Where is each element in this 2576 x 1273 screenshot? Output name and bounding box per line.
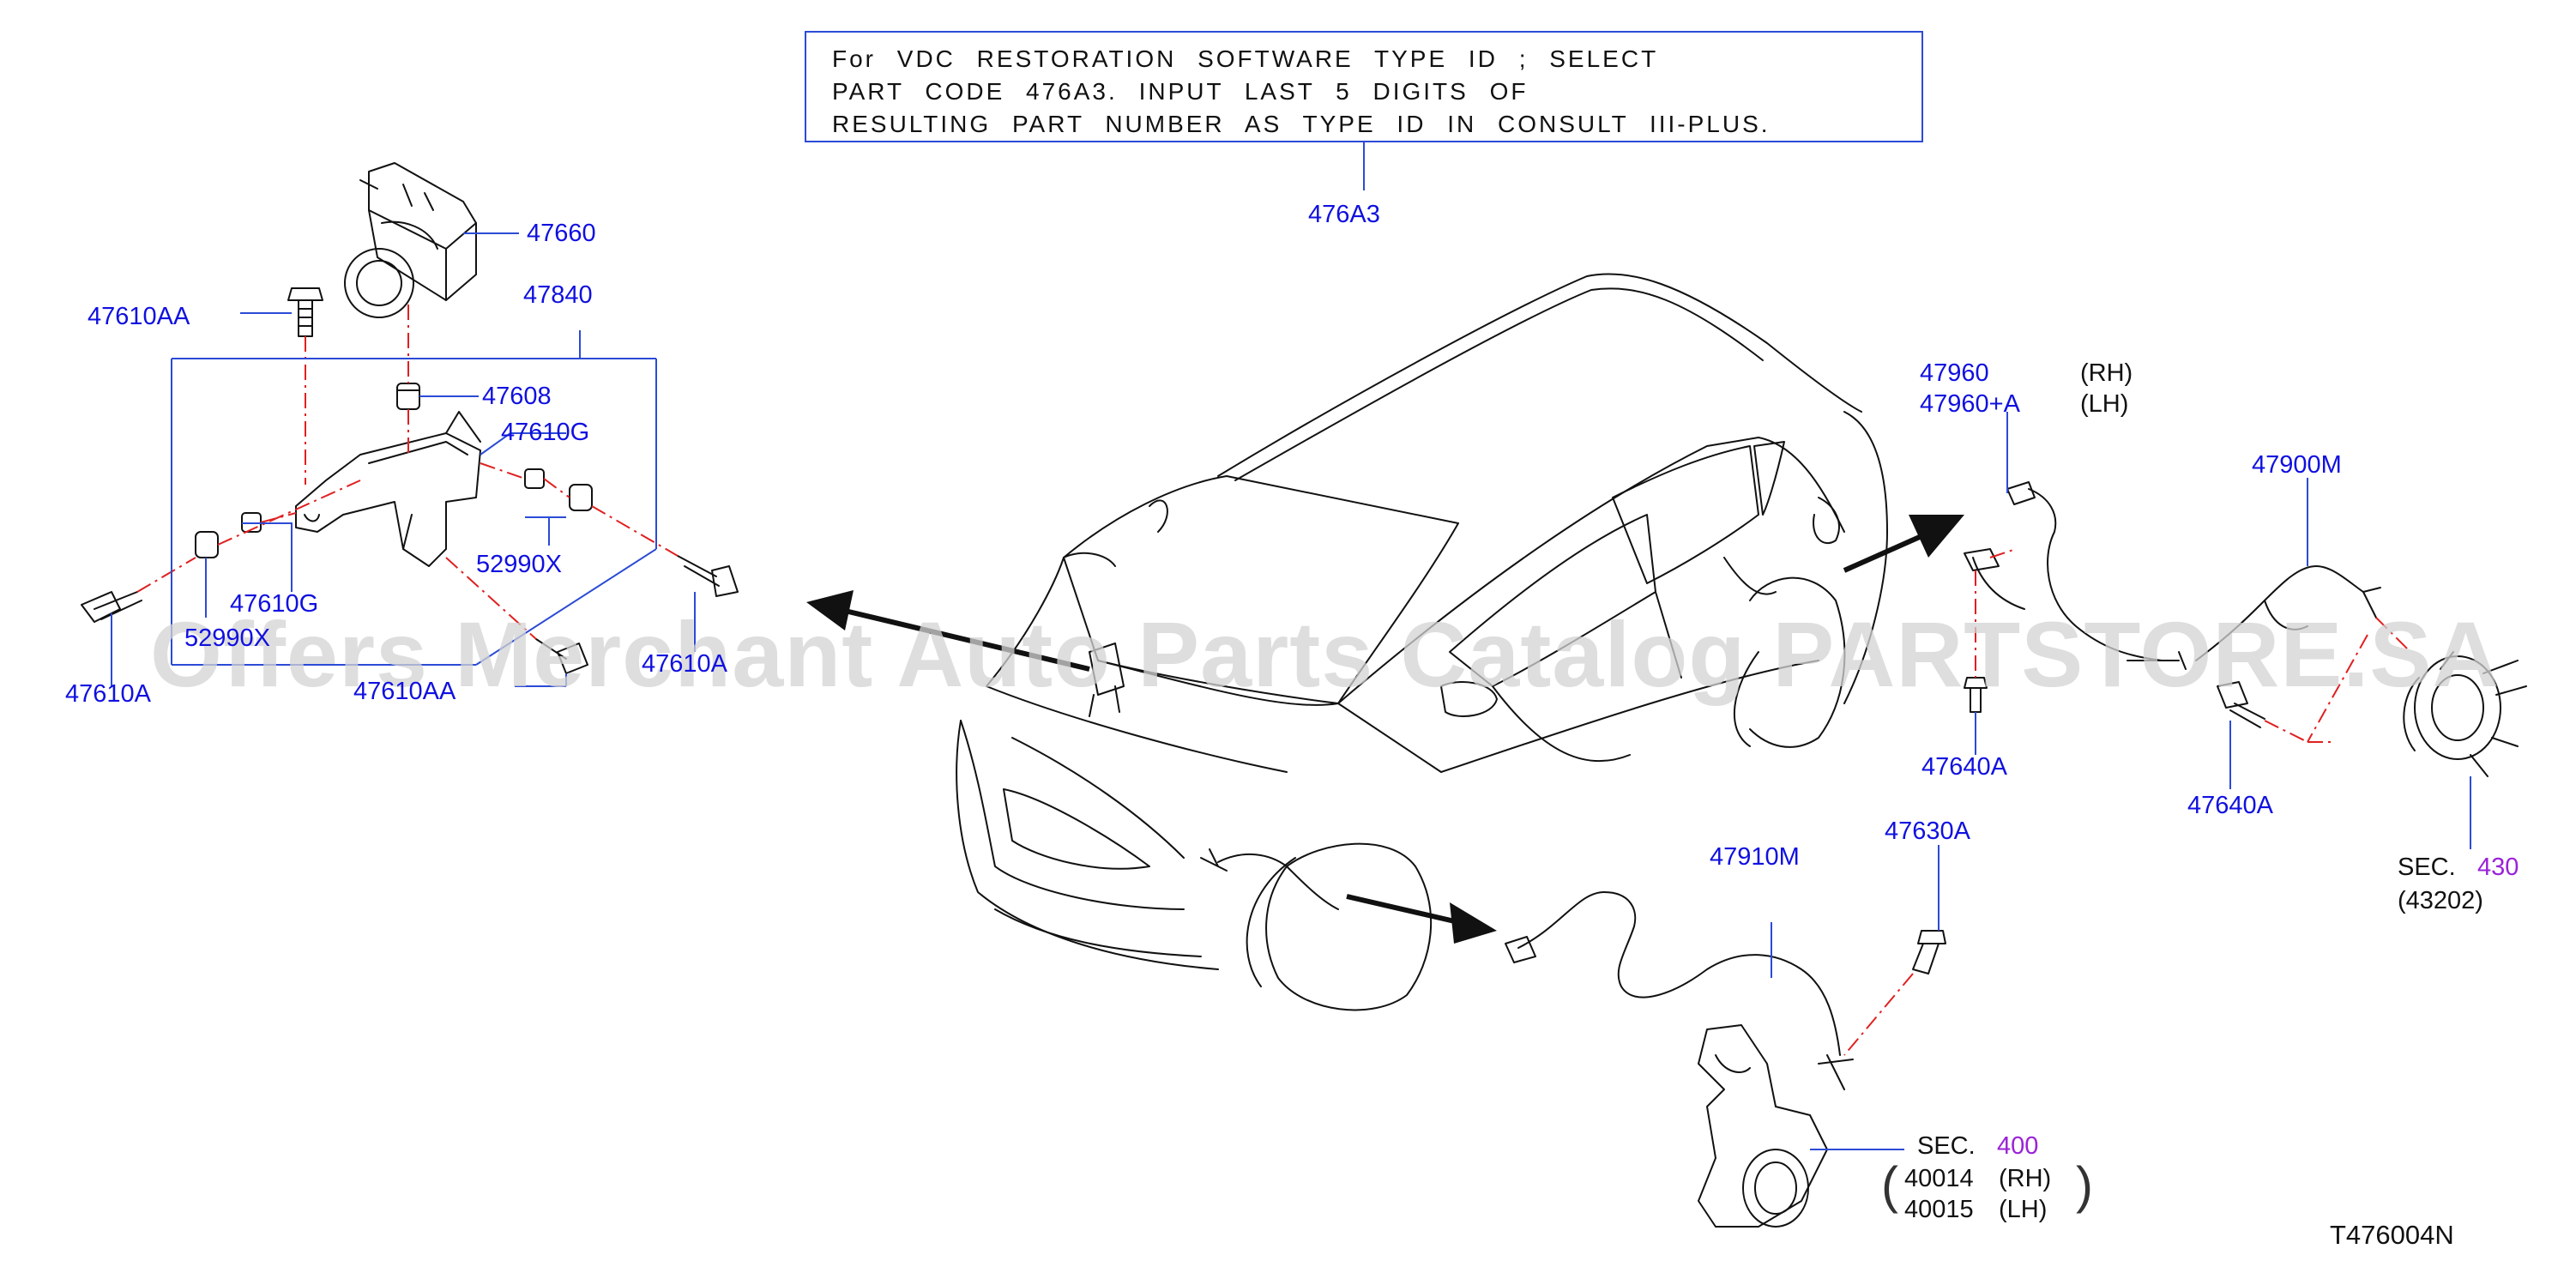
label-43202: (43202)	[2398, 887, 2483, 914]
note-line-3: RESULTING PART NUMBER AS TYPE ID IN CONS…	[832, 111, 1771, 137]
knuckle-400	[1698, 1024, 1828, 1228]
note-line-1: For VDC RESTORATION SOFTWARE TYPE ID ; S…	[832, 45, 1659, 72]
label-sec-430[interactable]: 430	[2477, 854, 2519, 881]
abs-actuator	[344, 162, 477, 318]
bolt-47610A-right	[677, 555, 739, 597]
bracket-47840	[295, 411, 481, 567]
label-40015: 40015	[1904, 1196, 1974, 1223]
label-47630A[interactable]: 47630A	[1885, 817, 1970, 845]
vehicle-outline	[956, 273, 1888, 1011]
label-47840[interactable]: 47840	[523, 281, 593, 309]
label-47660[interactable]: 47660	[527, 220, 596, 247]
diagram-code: T476004N	[2330, 1220, 2454, 1250]
bushing-47608	[396, 383, 420, 410]
label-47640A-mid[interactable]: 47640A	[1921, 753, 2007, 781]
close-parenthesis: )	[2076, 1156, 2093, 1214]
label-52990X-left[interactable]: 52990X	[184, 624, 270, 652]
label-40014: 40014	[1904, 1165, 1974, 1192]
label-47960[interactable]: 47960	[1920, 359, 1989, 387]
rear-hub-43202	[2403, 651, 2527, 777]
bolt-47630A	[1912, 930, 1946, 974]
label-47610G-left[interactable]: 47610G	[230, 590, 319, 618]
label-47960A[interactable]: 47960+A	[1920, 390, 2020, 418]
front-sensor-47910M	[1505, 891, 1854, 1090]
bolt-47610AA-bottom	[535, 638, 588, 674]
label-47610AA-top[interactable]: 47610AA	[87, 303, 190, 330]
label-47640A-right[interactable]: 47640A	[2187, 792, 2273, 819]
watermark-text: Offers Merchant Auto Parts Catalog PARTS…	[150, 602, 2501, 706]
bolt-47610AA-top	[287, 287, 323, 337]
label-47608[interactable]: 47608	[482, 383, 552, 410]
label-47610A-left[interactable]: 47610A	[65, 680, 151, 708]
label-rh-47960: (RH)	[2080, 359, 2133, 387]
label-lh-40015: (LH)	[1999, 1196, 2048, 1223]
label-sec-430-prefix: SEC.	[2398, 854, 2456, 881]
label-47910M[interactable]: 47910M	[1710, 843, 1800, 871]
label-47610G-right[interactable]: 47610G	[501, 419, 590, 446]
bolt-47640A-right	[2217, 681, 2265, 728]
label-lh-47960: (LH)	[2080, 390, 2129, 418]
bolt-47610A-left	[81, 591, 142, 623]
label-52990X-right[interactable]: 52990X	[476, 551, 562, 578]
label-476A3[interactable]: 476A3	[1308, 201, 1380, 228]
note-line-2: PART CODE 476A3. INPUT LAST 5 DIGITS OF	[832, 78, 1529, 105]
open-parenthesis: (	[1881, 1156, 1898, 1214]
label-rh-40014: (RH)	[1999, 1165, 2052, 1192]
label-sec-400[interactable]: 400	[1997, 1132, 2039, 1160]
label-47610A-right[interactable]: 47610A	[642, 650, 727, 678]
grommets	[195, 468, 593, 558]
label-47900M[interactable]: 47900M	[2252, 451, 2342, 479]
vdc-note-box: For VDC RESTORATION SOFTWARE TYPE ID ; S…	[805, 31, 1923, 142]
label-47610AA-bottom[interactable]: 47610AA	[353, 678, 456, 705]
rear-sensor-47900M	[2127, 565, 2381, 670]
label-sec-400-prefix: SEC.	[1917, 1132, 1976, 1160]
rear-sensor-47960	[1964, 481, 2163, 661]
